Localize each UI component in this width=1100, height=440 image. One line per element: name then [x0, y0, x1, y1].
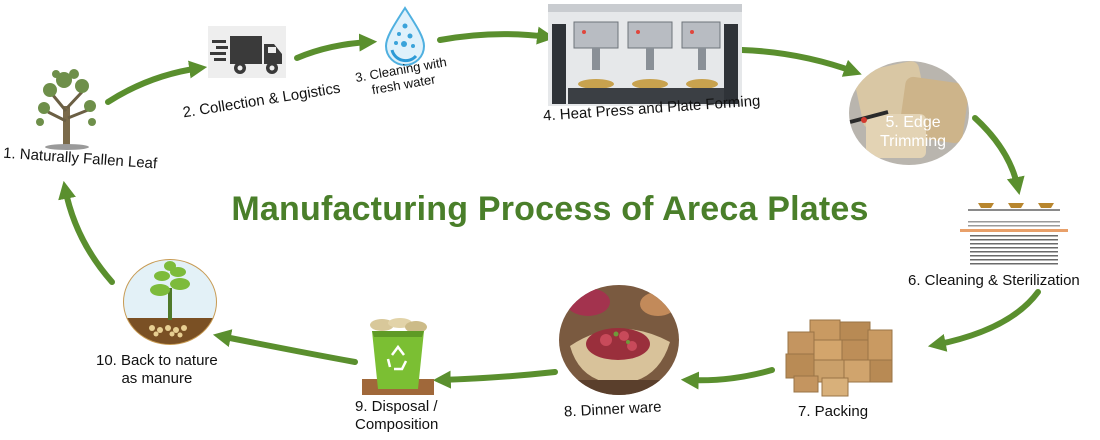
heat-press-machine-photo	[548, 4, 742, 106]
tree-icon	[36, 69, 96, 150]
arrow-9-to-10	[212, 329, 358, 365]
step-10-label: 10. Back to nature as manure	[96, 352, 218, 388]
step-9-label: 9. Disposal / Composition	[355, 398, 438, 434]
sterilization-machine-photo	[960, 195, 1068, 269]
diagram-title: Manufacturing Process of Areca Plates	[231, 190, 869, 228]
arrow-4-to-5	[739, 47, 862, 77]
arrow-10-to-1	[58, 180, 115, 285]
compost-bin-icon	[362, 318, 434, 395]
arrow-2-to-3	[294, 33, 378, 61]
arrow-5-to-6	[972, 115, 1025, 196]
step-10-label-line1: 10. Back to nature	[96, 352, 218, 369]
step-10-label-line2: as manure	[121, 370, 193, 387]
food-plate-photo	[559, 285, 679, 395]
arrow-3-to-4	[437, 26, 556, 45]
step-9-label-line2: Composition	[355, 416, 439, 433]
delivery-truck-icon	[208, 26, 286, 78]
step-5-label-line2: Trimming	[880, 133, 947, 150]
arrow-7-to-8	[680, 367, 775, 390]
cardboard-boxes-photo	[785, 319, 893, 397]
sapling-soil-icon	[123, 259, 217, 345]
arrow-6-to-7	[927, 289, 1041, 352]
step-9-label-line1: 9. Disposal /	[355, 398, 438, 415]
arrow-1-to-2	[105, 60, 208, 105]
edge-trimming-photo	[849, 61, 969, 165]
step-7-label: 7. Packing	[798, 403, 869, 420]
step-5-label-line1: 5. Edge	[885, 114, 941, 131]
water-drop-icon	[384, 6, 426, 66]
step-6-label: 6. Cleaning & Sterilization	[908, 272, 1080, 289]
arrow-8-to-9	[432, 369, 558, 389]
step-5-label: 5. Edge Trimming	[880, 113, 946, 151]
